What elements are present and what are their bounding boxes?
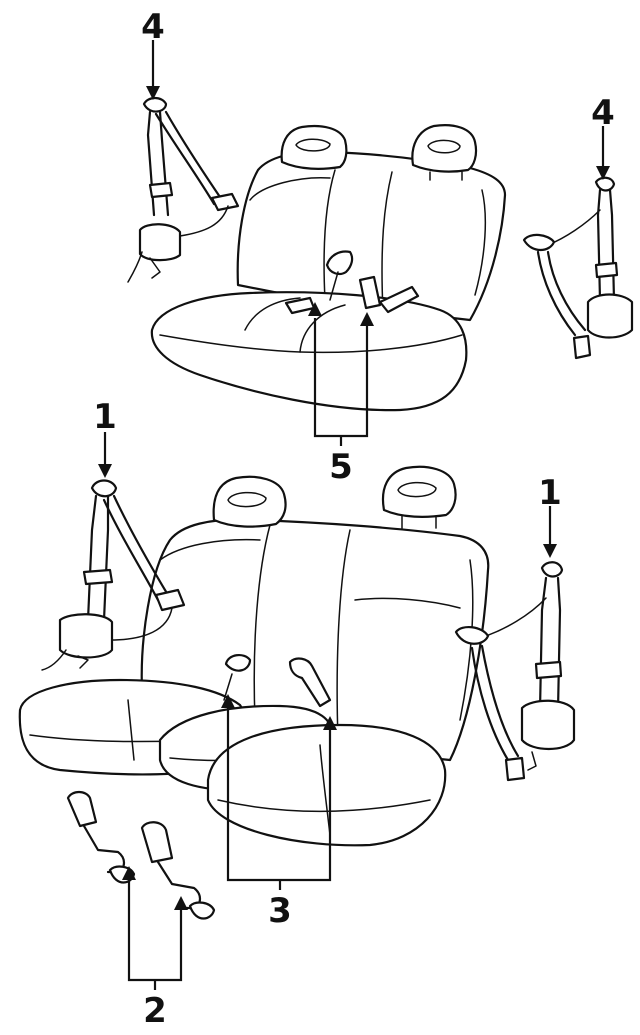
front-left-retractor-belt	[41, 479, 186, 671]
leader-lines	[98, 40, 610, 990]
front-buckle-assemblies	[66, 790, 216, 920]
callout-front-center-buckles: 3	[268, 891, 292, 931]
callout-rear-center-buckles: 5	[329, 447, 353, 487]
callout-rear-right-retractor: 4	[591, 93, 615, 133]
front-right-retractor-belt	[454, 561, 576, 782]
rear-left-retractor-belt	[127, 96, 240, 283]
callout-front-buckles: 2	[143, 991, 167, 1031]
callout-front-left-retractor: 1	[93, 397, 117, 437]
rear-bench-seat	[150, 124, 507, 412]
callout-rear-left-retractor: 4	[141, 7, 165, 47]
rear-right-retractor-belt	[522, 176, 634, 360]
callout-front-right-retractor: 1	[538, 473, 562, 513]
